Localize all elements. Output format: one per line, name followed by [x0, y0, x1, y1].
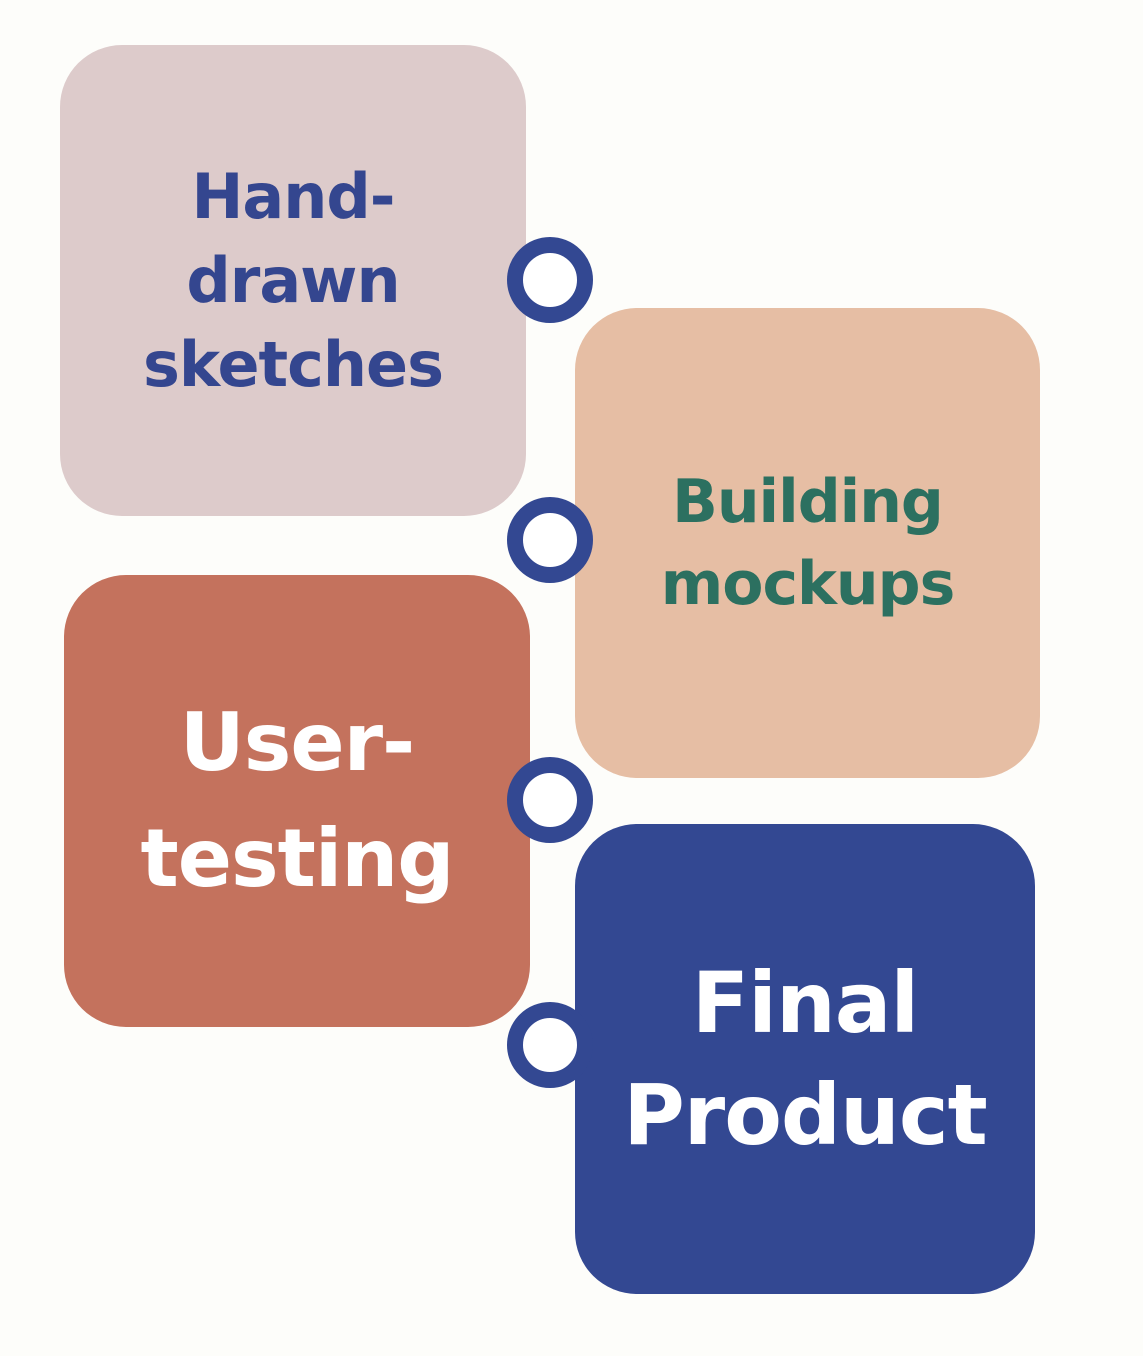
step-label: User- testing: [140, 696, 455, 905]
connector-ring-1: [507, 237, 593, 323]
step-hand-drawn-sketches: Hand- drawn sketches: [60, 45, 526, 516]
connector-ring-2: [507, 497, 593, 583]
step-label: Hand- drawn sketches: [142, 159, 444, 401]
step-label: Building mockups: [660, 467, 956, 619]
step-final-product: Final Product: [575, 824, 1035, 1294]
step-building-mockups: Building mockups: [575, 308, 1040, 778]
connector-ring-4: [507, 1002, 593, 1088]
step-label: Final Product: [623, 954, 988, 1164]
connector-ring-3: [507, 757, 593, 843]
step-user-testing: User- testing: [64, 575, 530, 1027]
